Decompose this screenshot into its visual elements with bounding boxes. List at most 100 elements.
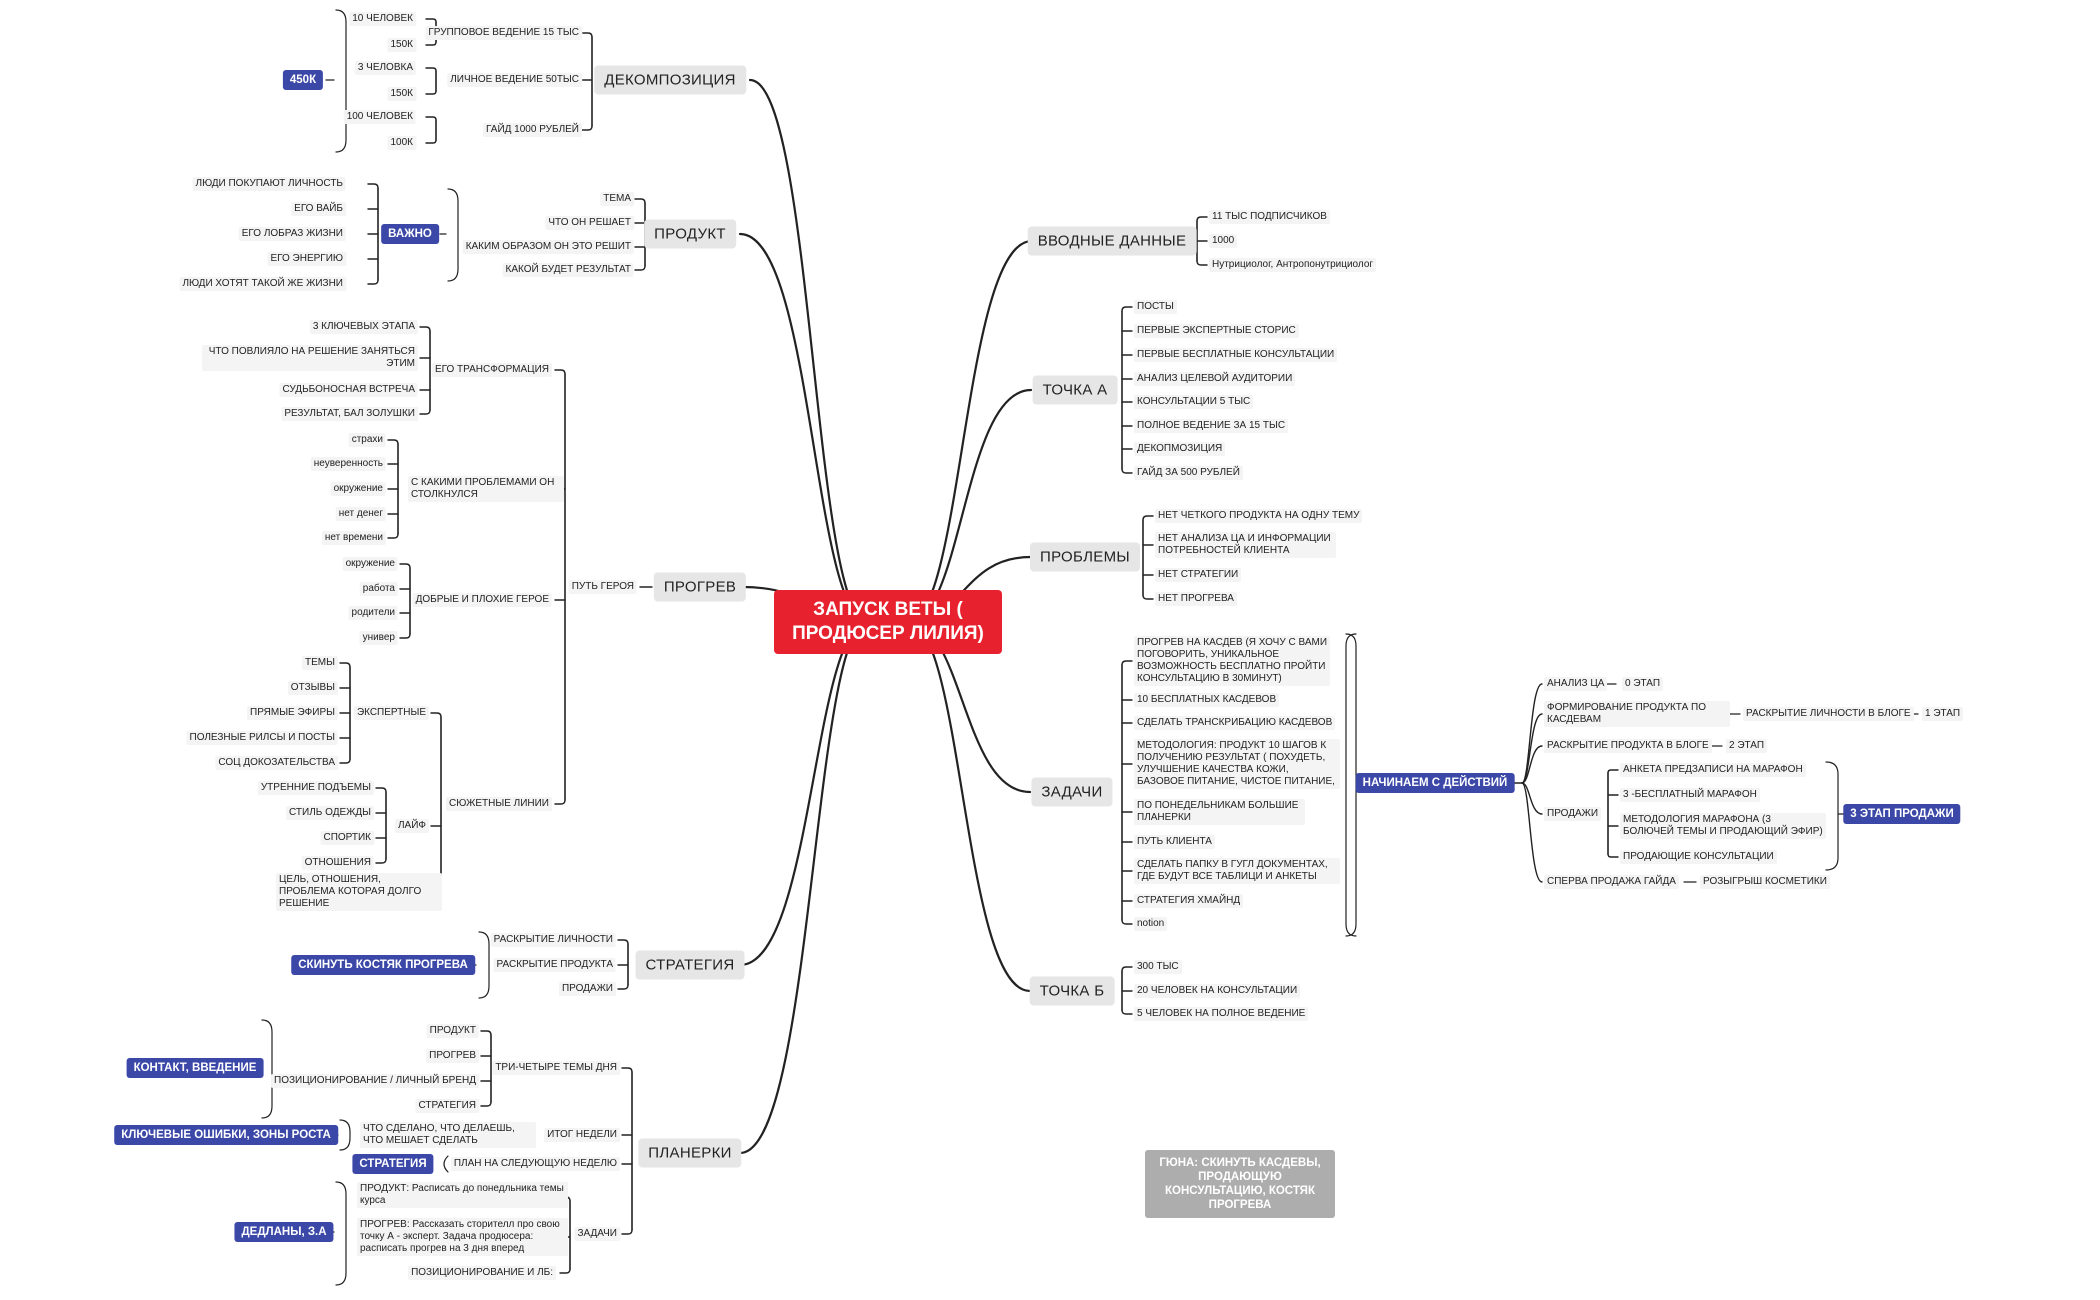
connector: [621, 1067, 633, 1073]
theme-item: СТРАТЕГИЯ: [415, 1099, 479, 1113]
topic-tasks[interactable]: ЗАДАЧИ: [1031, 777, 1113, 807]
connector: [367, 183, 379, 189]
connector: [1345, 633, 1357, 937]
topic-decomposition[interactable]: ДЕКОМПОЗИЦИЯ: [594, 65, 746, 95]
problem-row: НЕТ АНАЛИЗА ЦА И ИНФОРМАЦИИ ПОТРЕБНОСТЕЙ…: [1155, 532, 1336, 558]
point-a-item: ДЕКОПМОЗИЦИЯ: [1134, 442, 1226, 456]
connector: [480, 1030, 492, 1036]
important-item: ЛЮДИ ПОКУПАЮТ ЛИЧНОСТЬ: [192, 177, 346, 191]
connector: [447, 188, 459, 282]
connector: [480, 1101, 492, 1107]
tag-start-actions[interactable]: НАЧИНАЕМ С ДЕЙСТВИЙ: [1355, 773, 1515, 793]
decomp-item: ГАЙД 1000 РУБЛЕЙ: [483, 123, 582, 137]
important-item: ЕГО ВАЙБ: [291, 202, 346, 216]
sales-item: АНКЕТА ПРЕДЗАПИСИ НА МАРАФОН: [1620, 763, 1806, 777]
theme-item: ПРОГРЕВ: [426, 1049, 479, 1063]
connector: [1121, 306, 1133, 312]
connector: [554, 799, 566, 805]
important-item: ЕГО ЭНЕРГИЮ: [267, 252, 346, 266]
connector: [617, 939, 629, 945]
action-next: РОЗЫГРЫШ КОСМЕТИКИ: [1700, 875, 1830, 889]
tag-450k[interactable]: 450К: [282, 70, 324, 90]
central-topic[interactable]: ЗАПУСК ВЕТЫ ( ПРОДЮСЕР ЛИЛИЯ): [774, 590, 1002, 654]
connector: [554, 369, 566, 375]
connector: [425, 18, 437, 23]
action-item: ФОРМИРОВАНИЕ ПРОДУКТА ПО КАСДЕВАМ: [1544, 701, 1730, 727]
task-item: ПРОГРЕВ НА КАСДЕВ (Я ХОЧУ С ВАМИ ПОГОВОР…: [1134, 636, 1330, 686]
note-gyuna[interactable]: ГЮНА: СКИНУТЬ КАСДЕВЫ, ПРОДАЮЩУЮ КОНСУЛЬ…: [1145, 1150, 1335, 1218]
product-item: ЧТО ОН РЕШАЕТ: [545, 216, 634, 230]
task-item: СДЕЛАТЬ ТРАНСКРИБАЦИЮ КАСДЕВОВ: [1134, 716, 1336, 730]
life-item: ОТНОШЕНИЯ: [301, 856, 374, 870]
connector: [1142, 594, 1154, 600]
action-item: ПРОДАЖИ: [1544, 807, 1602, 821]
connector: [1121, 966, 1133, 972]
task-item: ПО ПОНЕДЕЛЬНИКАМ БОЛЬШИЕ ПЛАНЕРКИ: [1134, 799, 1305, 825]
plan-tasks: ЗАДАЧИ: [574, 1227, 620, 1241]
tag-deadlines[interactable]: ДЕДЛАНЫ, З.А: [234, 1222, 334, 1242]
connector: [1521, 782, 1543, 883]
topic-strategy[interactable]: СТРАТЕГИЯ: [635, 950, 745, 980]
problem-row: НЕТ СТРАТЕГИИ: [1155, 568, 1242, 582]
tag-strategy-small[interactable]: СТРАТЕГИЯ: [352, 1154, 434, 1174]
connector: [430, 712, 442, 718]
connector: [1607, 853, 1619, 858]
tag-stage3[interactable]: 3 ЭТАП ПРОДАЖИ: [1843, 804, 1961, 824]
tag-mistakes[interactable]: КЛЮЧЕВЫЕ ОШИБКИ, ЗОНЫ РОСТА: [114, 1125, 338, 1145]
problem-item: окружение: [330, 482, 386, 496]
transformation-item: СУДЬБОНОСНАЯ ВСТРЕЧА: [279, 383, 418, 397]
topic-point-a[interactable]: ТОЧКА А: [1032, 375, 1118, 405]
topic-problems[interactable]: ПРОБЛЕМЫ: [1030, 542, 1140, 572]
point-a-item: ГАЙД ЗА 500 РУБЛЕЙ: [1134, 466, 1243, 480]
strategy-item: РАСКРЫТИЕ ПРОДУКТА: [493, 958, 616, 972]
group-transformation: ЕГО ТРАНСФОРМАЦИЯ: [431, 363, 552, 377]
connector: [339, 662, 351, 668]
connector: [617, 984, 629, 990]
task-item: notion: [1134, 917, 1168, 931]
connector: [1607, 769, 1619, 774]
tag-vazhno[interactable]: ВАЖНО: [381, 224, 439, 244]
decomp-item: ГРУППОВОЕ ВЕДЕНИЕ 15 ТЫС: [425, 26, 582, 40]
connector: [581, 32, 593, 38]
task-item: ПУТЬ КЛИЕНТА: [1134, 835, 1215, 849]
connector: [425, 67, 437, 72]
connector: [1121, 919, 1133, 925]
connector: [261, 1019, 273, 1119]
connector: [634, 198, 646, 204]
connector: [559, 1268, 571, 1274]
connector: [1196, 260, 1208, 266]
connector: [1196, 216, 1208, 222]
connector: [478, 931, 490, 999]
connector: [1345, 633, 1357, 937]
sales-item: ПРОДАЮЩИЕ КОНСУЛЬТАЦИИ: [1620, 850, 1777, 864]
transformation-item: 3 КЛЮЧЕВЫХ ЭТАПА: [309, 320, 418, 334]
tag-contact[interactable]: КОНТАКТ, ВВЕДЕНИЕ: [126, 1058, 264, 1078]
plan-task-item: ПРОДУКТ: Расписать до понедльника темы к…: [357, 1182, 568, 1208]
connector: [738, 620, 870, 1155]
task-item: МЕТОДОЛОГИЯ: ПРОДУКТ 10 ШАГОВ К ПОЛУЧЕНИ…: [1134, 739, 1340, 789]
sales-item: 3 -БЕСПЛАТНЫЙ МАРАФОН: [1620, 788, 1760, 802]
task-item: СТРАТЕГИЯ ХМАЙНД: [1134, 894, 1244, 908]
transformation-item: РЕЗУЛЬТАТ, БАЛ ЗОЛУШКИ: [281, 407, 418, 421]
connector: [399, 563, 411, 569]
decomp-sub: 100 ЧЕЛОВЕК: [343, 110, 416, 124]
action-next: РАСКРЫТИЕ ЛИЧНОСТИ В БЛОГЕ: [1743, 707, 1914, 721]
connector: [634, 265, 646, 271]
intro-item: 11 ТЫС ПОДПИСЧИКОВ: [1209, 210, 1330, 224]
plan-next: ПЛАН НА СЛЕДУЮЩУЮ НЕДЕЛЮ: [450, 1157, 620, 1171]
decomp-sub: 10 ЧЕЛОВЕК: [349, 12, 416, 26]
connector: [425, 116, 437, 121]
topic-planerki[interactable]: ПЛАНЕРКИ: [638, 1138, 742, 1168]
connector: [375, 858, 387, 864]
tag-skeleton[interactable]: СКИНУТЬ КОСТЯК ПРОГРЕВА: [291, 955, 475, 975]
connector: [1521, 683, 1543, 784]
topic-product[interactable]: ПРОДУКТ: [644, 219, 736, 249]
product-item: КАКОЙ БУДЕТ РЕЗУЛЬТАТ: [502, 263, 634, 277]
problem-item: неуверенность: [310, 457, 386, 471]
intro-item: Нутрициолог, Антропонутрициолог: [1209, 258, 1377, 272]
task-item: 10 БЕСПЛАТНЫХ КАСДЕВОВ: [1134, 693, 1280, 707]
topic-point-b[interactable]: ТОЧКА Б: [1029, 976, 1115, 1006]
decomp-sub: 100К: [387, 136, 416, 150]
topic-progrev[interactable]: ПРОГРЕВ: [653, 572, 747, 602]
topic-intro[interactable]: ВВОДНЫЕ ДАННЫЕ: [1027, 226, 1197, 256]
